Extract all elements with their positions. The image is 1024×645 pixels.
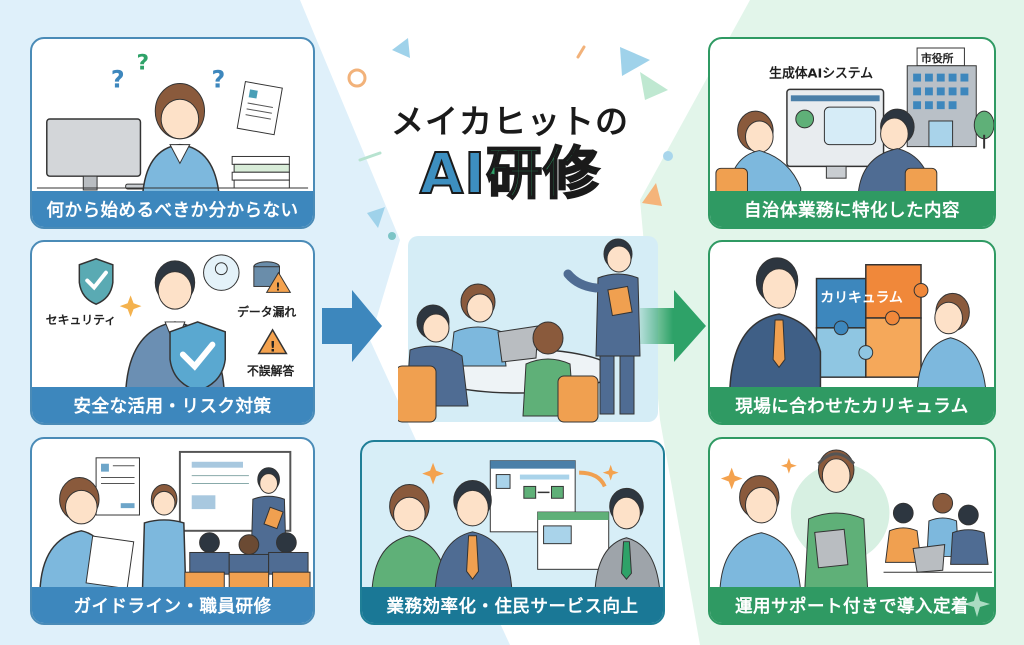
arrow-right-blue-icon	[322, 290, 382, 362]
sparkle-icon	[781, 457, 797, 474]
question-mark-icon: ?	[111, 65, 125, 93]
sparkle-icon	[964, 591, 990, 617]
svg-text:!: !	[270, 340, 276, 356]
question-mark-icon: ?	[137, 51, 150, 76]
annotation-security: セキュリティ	[46, 313, 116, 327]
paper-icon	[85, 535, 135, 590]
challenge-card-safe-use: セキュリティ ! データ漏れ ! 不誤解答 安全な活用・リスク対策	[30, 240, 315, 425]
svg-text:!: !	[276, 280, 281, 293]
annotation-ai-system: 生成体AIシステム	[769, 66, 873, 82]
curriculum-puzzle-illustration: カリキュラム	[728, 257, 987, 394]
result-window-icon	[537, 511, 610, 570]
sparkle-icon	[422, 462, 444, 485]
page-title: メイカヒットの AI研修	[360, 95, 660, 208]
computer-monitor-icon	[786, 88, 885, 179]
annotation-curriculum: カリキュラム	[820, 290, 903, 306]
solution-card-municipal: 生成体AIシステム 市役所	[708, 37, 996, 229]
center-meeting-scene	[398, 236, 658, 423]
monitor-icon	[46, 118, 142, 177]
tree-icon	[973, 110, 994, 149]
ai-system-illustration: 生成体AIシステム 市役所	[715, 47, 994, 199]
card-label: 運用サポート付きで導入定着	[710, 587, 994, 623]
confetti-triangle	[642, 183, 662, 206]
card-label: 何から始めるべきか分からない	[32, 191, 313, 227]
chat-bubble-icon	[823, 106, 877, 146]
laptop-icon	[912, 544, 946, 573]
question-mark-icon: ?	[211, 65, 225, 93]
confetti-dash	[358, 151, 382, 162]
confetti-triangle	[392, 38, 410, 58]
card-label: 安全な活用・リスク対策	[32, 387, 313, 423]
ai-logo-icon	[795, 109, 815, 129]
chat-bubble-icon	[203, 254, 240, 291]
confetti-circle	[347, 68, 367, 88]
security-illustration: セキュリティ ! データ漏れ ! 不誤解答	[46, 254, 296, 394]
warning-icon: !	[257, 328, 288, 356]
puzzle-icon	[815, 264, 929, 378]
confetti-dot	[388, 232, 396, 240]
svg-text:市役所: 市役所	[921, 51, 954, 65]
paper-stack-icon	[231, 155, 290, 189]
headset-icon	[817, 452, 856, 465]
training-illustration	[39, 450, 311, 593]
annotation-data-leak: データ漏れ	[237, 305, 296, 319]
sparkle-icon	[119, 295, 142, 318]
title-ai: AI	[419, 142, 487, 208]
arrow-right-green-icon	[640, 290, 706, 362]
confetti-dash	[576, 45, 586, 59]
title-line-2: AI研修	[360, 142, 660, 208]
title-line-1: メイカヒットの	[391, 102, 629, 141]
document-icon	[236, 81, 283, 136]
document-icon	[95, 457, 140, 516]
city-hall-icon: 市役所	[906, 47, 977, 148]
card-label: ガイドライン・職員研修	[32, 587, 313, 623]
face	[160, 98, 200, 140]
shield-check-icon	[78, 258, 114, 305]
confetti-dot	[663, 151, 673, 161]
workflow-improvement-illustration	[371, 460, 661, 594]
database-warning-icon: !	[253, 261, 292, 293]
confused-staff-illustration: ? ? ?	[36, 51, 309, 199]
challenge-card-guidelines: ガイドライン・職員研修	[30, 437, 315, 625]
challenge-card-where-to-start: ? ? ? 何から始めるべきか分からない	[30, 37, 315, 229]
solution-card-curriculum: カリキュラム 現場に合わせたカリキュラム	[708, 240, 996, 425]
curved-arrow-icon	[579, 470, 607, 488]
laptop-icon	[497, 325, 539, 363]
team-meeting-illustration	[398, 238, 641, 423]
title-kenshu: 研修	[485, 142, 601, 208]
clipboard-icon	[607, 285, 633, 317]
outcome-card-efficiency: 業務効率化・住民サービス向上	[360, 440, 665, 625]
card-label: 現場に合わせたカリキュラム	[710, 387, 994, 423]
sparkle-icon	[720, 467, 743, 490]
card-label: 自治体業務に特化した内容	[710, 191, 994, 227]
support-team-illustration	[719, 449, 993, 593]
clipboard-icon	[814, 528, 849, 569]
sparkle-icon	[602, 464, 619, 481]
solution-card-support: 運用サポート付きで導入定着	[708, 437, 996, 625]
confetti-triangle	[640, 72, 668, 100]
annotation-misinformation: 不誤解答	[247, 364, 294, 378]
confetti-triangle	[367, 207, 385, 228]
card-label: 業務効率化・住民サービス向上	[362, 587, 663, 623]
confetti-triangle	[620, 47, 650, 76]
